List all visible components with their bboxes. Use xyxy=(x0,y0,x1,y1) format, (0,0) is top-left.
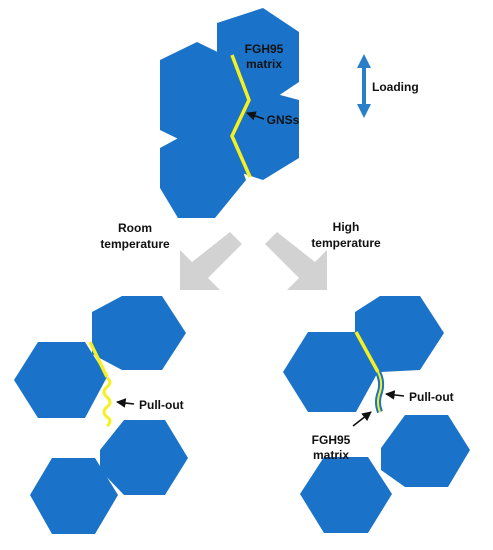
loading-label: Loading xyxy=(372,80,419,94)
grain-bl-lower-left xyxy=(30,458,118,534)
gns-pullout-coated-br xyxy=(377,371,383,413)
matrix-label-top-1: FGH95 xyxy=(245,42,284,56)
pullout-label-bl: Pull-out xyxy=(139,398,184,412)
grain-bl-lower-right xyxy=(100,420,188,495)
pullout-label-br: Pull-out xyxy=(409,390,454,404)
matrix-label-br-2: matrix xyxy=(313,448,349,462)
branch-right-label-2: temperature xyxy=(311,236,381,250)
grain-br-lower-right xyxy=(381,415,470,487)
branch-left-label-2: temperature xyxy=(100,237,170,251)
gns-label: GNSs xyxy=(267,113,300,127)
grain-br-upper-left xyxy=(283,332,378,412)
gns-sheet-bl xyxy=(88,341,109,378)
grain-bl-upper-right xyxy=(92,296,186,370)
gns-sheet-top xyxy=(230,54,252,178)
branch-arrow-left xyxy=(180,232,242,290)
matrix-label-top-2: matrix xyxy=(246,57,282,71)
bottom-left-assembly: Pull-out xyxy=(14,296,188,534)
grain-top-left-upper xyxy=(160,42,246,148)
grain-br-upper-right xyxy=(355,296,444,372)
loading-arrow: Loading xyxy=(357,54,419,118)
bottom-right-assembly: Pull-out FGH95 matrix xyxy=(283,296,470,533)
pullout-pointer-bl xyxy=(116,398,135,408)
pullout-pointer-br xyxy=(385,390,405,400)
top-grain-assembly: FGH95 matrix GNSs xyxy=(160,8,300,218)
gns-sheet-br xyxy=(354,331,380,373)
matrix-label-br-1: FGH95 xyxy=(312,433,351,447)
branch-arrow-right xyxy=(265,232,327,290)
branch-right-label-1: High xyxy=(333,220,360,234)
grain-top-left-lower xyxy=(160,128,246,218)
gns-pullout-wavy-bl xyxy=(102,376,112,428)
matrix-pointer-br xyxy=(352,411,372,427)
branch-left-label-1: Room xyxy=(118,221,152,235)
grain-bl-upper-left xyxy=(14,342,107,418)
grain-br-lower-left xyxy=(300,457,392,533)
gns-pointer-arrow xyxy=(246,111,265,121)
